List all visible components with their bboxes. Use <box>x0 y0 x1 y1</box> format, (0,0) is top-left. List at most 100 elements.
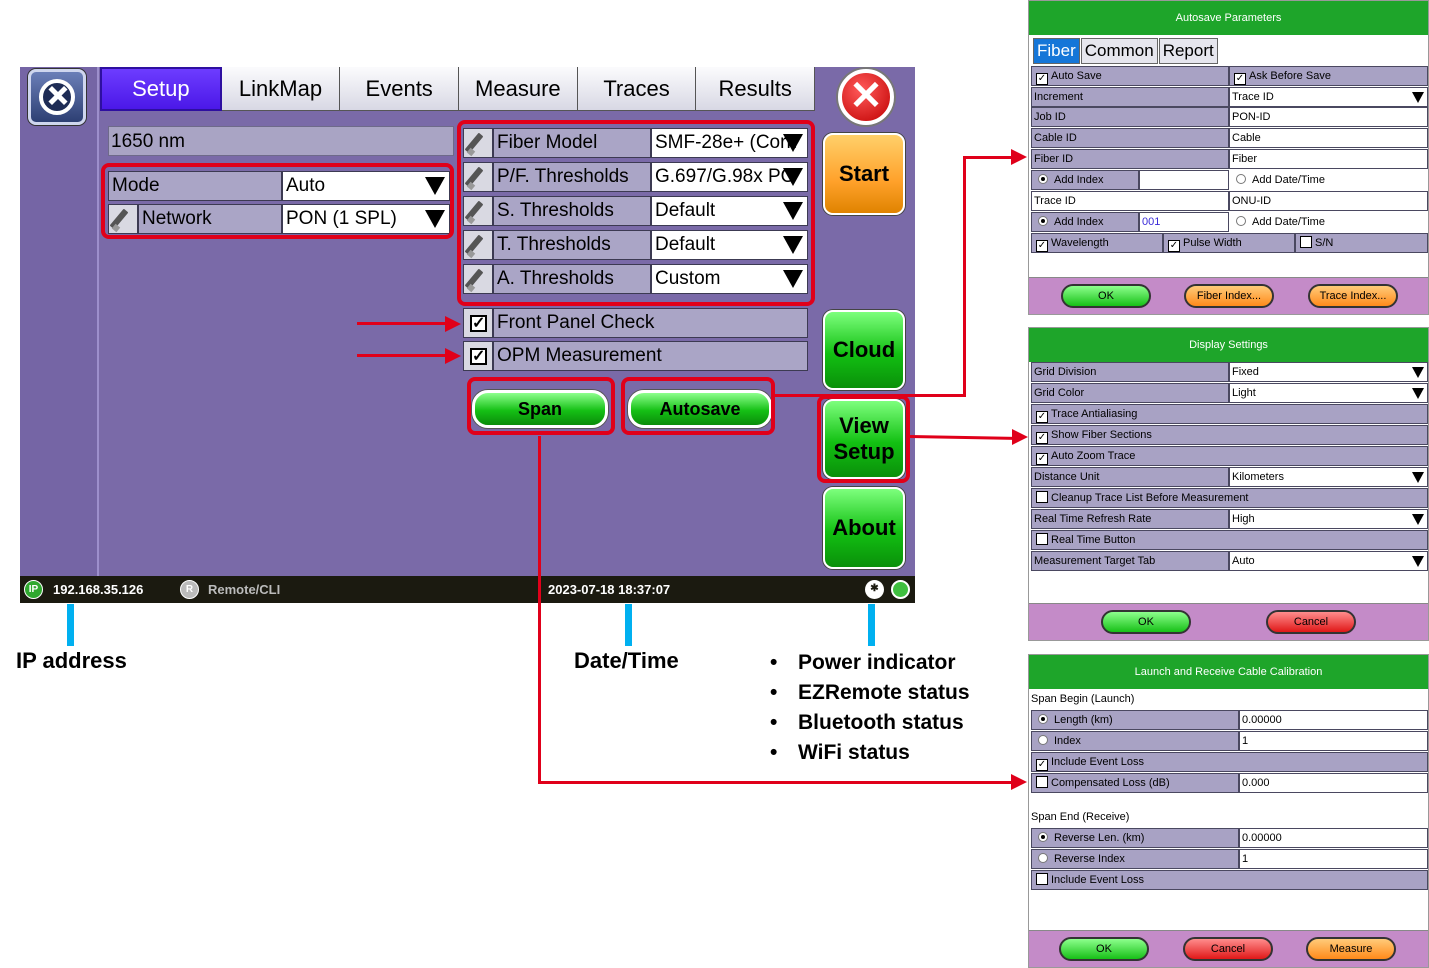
cancel-button[interactable]: Cancel <box>1266 610 1356 634</box>
target-tab-select[interactable]: Auto <box>1229 551 1428 571</box>
refresh-rate-select[interactable]: High <box>1229 509 1428 529</box>
distance-unit-select[interactable]: Kilometers <box>1229 467 1428 487</box>
auto-save-checkbox[interactable]: ✓Auto Save <box>1031 66 1229 86</box>
pf-thresholds-select[interactable]: G.697/G.98x PO <box>651 162 808 192</box>
add-index-radio[interactable]: Add Index <box>1031 212 1139 232</box>
ok-button[interactable]: OK <box>1059 937 1149 961</box>
include-event-loss-checkbox[interactable]: Include Event Loss <box>1031 870 1428 890</box>
arrowhead <box>445 348 461 364</box>
tab-setup[interactable]: Setup <box>100 67 222 111</box>
add-index-input[interactable]: 001 <box>1139 212 1229 232</box>
cancel-button[interactable]: Cancel <box>1183 937 1273 961</box>
opm-measurement-checkbox[interactable]: ✓ <box>463 341 493 371</box>
add-index-label: Add Index <box>1054 216 1104 228</box>
compensated-loss-label: Compensated Loss (dB) <box>1051 777 1170 789</box>
chevron-down-icon <box>1412 367 1424 378</box>
cable-id-input[interactable]: Cable <box>1229 128 1428 148</box>
tab-linkmap[interactable]: LinkMap <box>221 67 341 111</box>
index-radio[interactable]: Index <box>1031 731 1239 751</box>
exit-button[interactable]: ✕ <box>838 69 894 125</box>
fiber-model-select[interactable]: SMF-28e+ (Corn <box>651 128 808 158</box>
real-time-button-checkbox[interactable]: Real Time Button <box>1031 530 1428 550</box>
dialog-title: Launch and Receive Cable Calibration <box>1029 655 1428 689</box>
length-radio[interactable]: Length (km) <box>1031 710 1239 730</box>
ip-icon: IP <box>24 580 43 599</box>
span-button[interactable]: Span <box>472 390 608 428</box>
left-sidebar <box>20 67 99 576</box>
s-thresholds-select[interactable]: Default <box>651 196 808 226</box>
measure-button[interactable]: Measure <box>1306 937 1396 961</box>
edit-pencil-icon[interactable] <box>463 264 493 294</box>
add-index-input[interactable] <box>1139 170 1229 190</box>
cloud-button[interactable]: Cloud <box>823 310 905 390</box>
status-bar: IP 192.168.35.126 R Remote/CLI 2023-07-1… <box>20 576 915 603</box>
connector-autosave-top <box>963 156 1013 159</box>
auto-zoom-trace-checkbox[interactable]: ✓Auto Zoom Trace <box>1031 446 1428 466</box>
add-datetime-label: Add Date/Time <box>1252 216 1325 228</box>
tab-traces[interactable]: Traces <box>577 67 697 111</box>
add-index-radio[interactable]: Add Index <box>1031 170 1139 190</box>
cable-calibration-dialog: Launch and Receive Cable Calibration Spa… <box>1028 654 1429 968</box>
reverse-len-input[interactable]: 0.00000 <box>1239 828 1428 848</box>
sn-checkbox[interactable]: S/N <box>1295 233 1428 253</box>
ok-button[interactable]: OK <box>1061 284 1151 308</box>
compensated-loss-input[interactable]: 0.000 <box>1239 773 1428 793</box>
network-select[interactable]: PON (1 SPL) <box>282 204 450 234</box>
connector-span-vertical <box>538 436 541 783</box>
mode-select[interactable]: Auto <box>282 171 450 201</box>
fiber-id-label: Fiber ID <box>1031 149 1229 169</box>
autosave-button[interactable]: Autosave <box>628 390 772 428</box>
ok-button[interactable]: OK <box>1101 610 1191 634</box>
increment-select[interactable]: Trace ID <box>1229 87 1428 107</box>
fiber-index-button[interactable]: Fiber Index... <box>1184 284 1274 308</box>
chevron-down-icon <box>783 168 803 186</box>
show-fiber-sections-checkbox[interactable]: ✓Show Fiber Sections <box>1031 425 1428 445</box>
tools-icon[interactable] <box>28 69 86 125</box>
ask-before-save-checkbox[interactable]: ✓Ask Before Save <box>1229 66 1428 86</box>
pulse-width-checkbox[interactable]: ✓Pulse Width <box>1163 233 1295 253</box>
about-button[interactable]: About <box>823 487 905 569</box>
job-id-input[interactable]: PON-ID <box>1229 107 1428 127</box>
reverse-len-radio[interactable]: Reverse Len. (km) <box>1031 828 1239 848</box>
tab-results[interactable]: Results <box>696 67 816 111</box>
edit-pencil-icon[interactable] <box>108 204 138 234</box>
tab-measure[interactable]: Measure <box>459 67 578 111</box>
include-event-loss-checkbox[interactable]: ✓Include Event Loss <box>1031 752 1428 772</box>
edit-pencil-icon[interactable] <box>463 230 493 260</box>
tab-common[interactable]: Common <box>1080 38 1158 64</box>
edit-pencil-icon[interactable] <box>463 196 493 226</box>
grid-color-value: Light <box>1232 387 1256 399</box>
trace-index-button[interactable]: Trace Index... <box>1308 284 1398 308</box>
grid-division-select[interactable]: Fixed <box>1229 362 1428 382</box>
fiber-id-input[interactable]: Fiber <box>1229 149 1428 169</box>
view-setup-highlight <box>817 395 910 483</box>
a-thresholds-select[interactable]: Custom <box>651 264 808 294</box>
cleanup-label: Cleanup Trace List Before Measurement <box>1051 492 1249 504</box>
grid-division-row: Grid Division Fixed <box>1031 362 1428 382</box>
add-datetime-radio[interactable]: Add Date/Time <box>1229 170 1428 190</box>
t-thresholds-select[interactable]: Default <box>651 230 808 260</box>
auto-save-row: ✓Auto Save ✓Ask Before Save <box>1031 66 1428 86</box>
reverse-index-input[interactable]: 1 <box>1239 849 1428 869</box>
front-panel-check-checkbox[interactable]: ✓ <box>463 308 493 338</box>
display-settings-dialog: Display Settings Grid Division Fixed Gri… <box>1028 327 1429 641</box>
start-button[interactable]: Start <box>823 133 905 215</box>
index-input[interactable]: 1 <box>1239 731 1428 751</box>
tab-report[interactable]: Report <box>1158 38 1218 64</box>
edit-pencil-icon[interactable] <box>463 162 493 192</box>
reverse-index-radio[interactable]: Reverse Index <box>1031 849 1239 869</box>
compensated-loss-checkbox[interactable]: Compensated Loss (dB) <box>1031 773 1239 793</box>
grid-color-select[interactable]: Light <box>1229 383 1428 403</box>
ip-callout-bar <box>67 604 74 646</box>
edit-pencil-icon[interactable] <box>463 128 493 158</box>
mode-value: Auto <box>286 175 326 196</box>
length-input[interactable]: 0.00000 <box>1239 710 1428 730</box>
wavelength-checkbox[interactable]: ✓Wavelength <box>1031 233 1163 253</box>
trace-id-input[interactable]: ONU-ID <box>1229 191 1428 211</box>
tab-events[interactable]: Events <box>340 67 460 111</box>
tab-fiber[interactable]: Fiber <box>1033 38 1080 64</box>
add-datetime-radio[interactable]: Add Date/Time <box>1229 212 1428 232</box>
trace-antialiasing-checkbox[interactable]: ✓Trace Antialiasing <box>1031 404 1428 424</box>
cleanup-checkbox[interactable]: Cleanup Trace List Before Measurement <box>1031 488 1428 508</box>
view-setup-button[interactable]: View Setup <box>823 399 905 479</box>
